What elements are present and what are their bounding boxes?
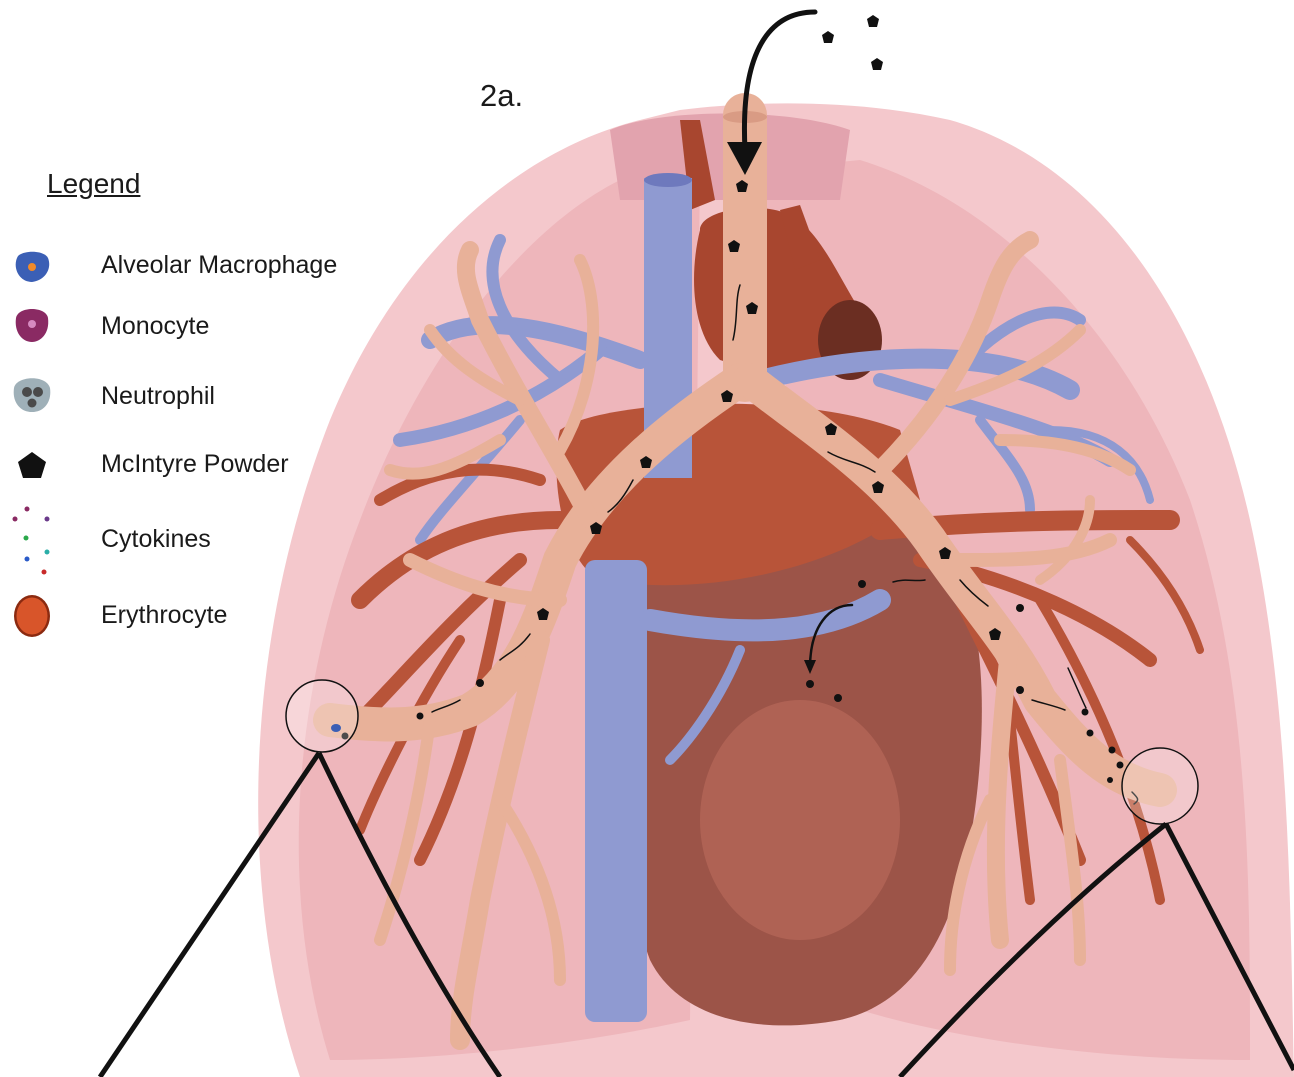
right-zoom-circle	[1122, 748, 1198, 824]
zoom-macrophage	[331, 724, 341, 732]
legend-label-neutrophil: Neutrophil	[101, 382, 215, 411]
legend-icons	[13, 252, 51, 637]
legend-label-erythrocyte: Erythrocyte	[101, 601, 227, 630]
cytokines-icon	[13, 507, 50, 575]
mcintyre-powder-icon	[18, 452, 46, 478]
legend-label-mcintyre-powder: McIntyre Powder	[101, 450, 289, 479]
svc-opening	[644, 173, 692, 187]
airborne-particle	[871, 58, 883, 70]
powder-particle-small	[1087, 730, 1094, 737]
panel-label: 2a.	[480, 78, 523, 114]
powder-particle-small	[476, 679, 484, 687]
powder-particle-small	[1016, 604, 1024, 612]
powder-particle-small	[1107, 777, 1113, 783]
powder-particle-small	[834, 694, 842, 702]
airborne-particle	[867, 15, 879, 27]
left-zoom-circle	[286, 680, 358, 752]
legend-title: Legend	[47, 168, 140, 200]
legend-label-cytokines: Cytokines	[101, 525, 211, 554]
powder-particle-small	[1117, 762, 1124, 769]
erythrocyte-icon	[14, 595, 50, 637]
powder-particle-small	[417, 713, 424, 720]
powder-particle-small	[858, 580, 866, 588]
powder-particle-small	[1016, 686, 1024, 694]
monocyte-icon	[16, 309, 49, 342]
powder-particle-small	[1109, 747, 1116, 754]
neutrophil-icon	[14, 378, 51, 412]
alveolar-macrophage-icon	[16, 252, 50, 282]
powder-particle-small	[1082, 709, 1089, 716]
heart-highlight	[700, 700, 900, 940]
powder-particle-small	[806, 680, 814, 688]
legend-label-alveolar-macrophage: Alveolar Macrophage	[101, 251, 337, 280]
inferior-vena-cava	[585, 560, 647, 1022]
legend-label-monocyte: Monocyte	[101, 312, 209, 341]
airborne-particle	[822, 31, 834, 43]
